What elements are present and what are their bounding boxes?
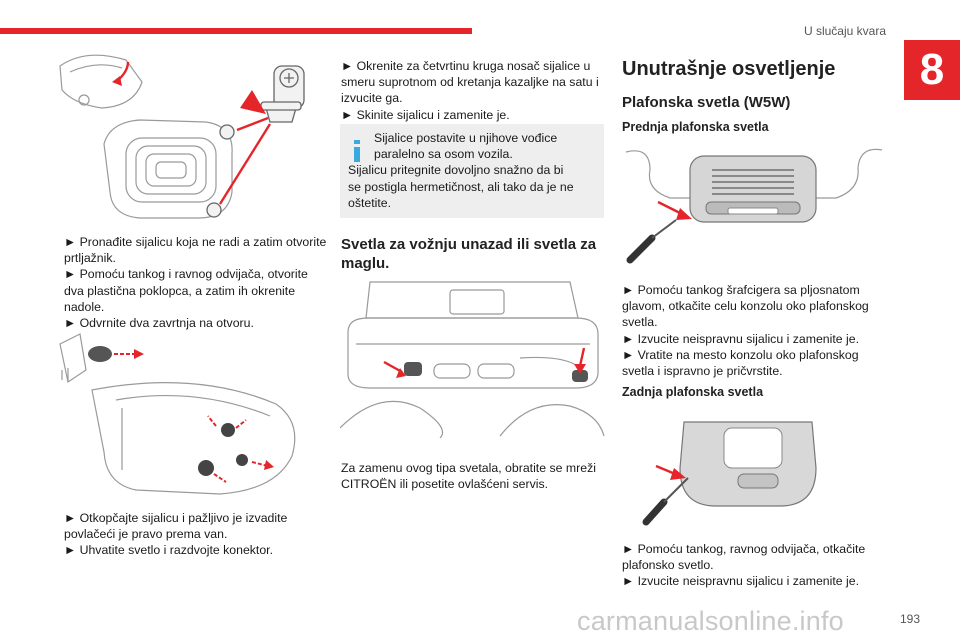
text-line: izvucite ga. (341, 91, 403, 106)
illustration-tail-lamp-cover (56, 42, 320, 222)
chapter-accent-bar (0, 28, 472, 34)
text-line: ► Okrenite za četvrtinu kruga nosač sija… (341, 59, 591, 73)
text-line: povlačeći je pravo prema van. (64, 527, 228, 542)
text-line: CITROËN ili posetite ovlašćeni servis. (341, 477, 549, 492)
text-line: ► Pomoću tankog šrafcigera sa pljosnatom (622, 283, 860, 297)
text-line: Za zamenu ovog tipa svetala, obratite se… (341, 461, 596, 475)
text-line: svetla i ispravno je pričvrstite. (622, 364, 783, 379)
illustration-front-ceiling-light (620, 146, 886, 268)
illustration-bulb-removal (56, 330, 320, 500)
text-line: ► Pronađite sijalicu koja ne radi a zati… (64, 235, 327, 249)
front-ceiling-lights-heading: Prednja plafonska svetla (622, 120, 769, 134)
text-line: paralelno sa osom vozila. (374, 147, 513, 162)
ceiling-lights-subtitle: Plafonska svetla (W5W) (622, 94, 791, 111)
text-line: smeru suprotnom od kretanja kazaljke na … (341, 75, 599, 90)
text-line: ► Uhvatite svetlo i razdvojte konektor. (64, 543, 274, 558)
text-line: plafonsko svetlo. (622, 558, 714, 573)
note-text: Sijalice postavite u njihove vođice para… (348, 130, 600, 211)
text-line: prtljažnik. (64, 251, 116, 266)
rear-ceiling-lights-heading: Zadnja plafonska svetla (622, 385, 764, 399)
text-line: ► Vratite na mesto konzolu oko plafonsko… (622, 347, 859, 362)
col2-instructions-1: ► Okrenite za četvrtinu kruga nosač sija… (341, 58, 607, 123)
text-line: se postigla hermetičnost, ali tako da je… (348, 179, 574, 194)
interior-lighting-title: Unutrašnje osvetljenje (622, 58, 836, 80)
col2-instructions-2: Za zamenu ovog tipa svetala, obratite se… (341, 460, 607, 492)
page-number: 193 (900, 612, 921, 626)
reverse-fog-lights-heading: Svetla za vožnju unazad ili svetla za ma… (341, 235, 609, 273)
text-line: ► Izvucite neispravnu sijalicu i zamenit… (622, 331, 860, 346)
col1-instructions-2: ► Otkopčajte sijalicu i pažljivo je izva… (64, 510, 329, 559)
chapter-tab: 8 (904, 40, 960, 100)
watermark: carmanualsonline.info (577, 606, 844, 636)
text-line: ► Pomoću tankog, ravnog odvijača, otkači… (622, 542, 866, 556)
text-line: Sijalice postavite u njihove vođice (374, 131, 558, 145)
front-ceiling-light-instructions: ► Pomoću tankog šrafcigera sa pljosnatom… (622, 282, 888, 379)
section-title: U slučaju kvara (803, 24, 886, 38)
text-line: oštetite. (348, 195, 392, 210)
text-line: ► Skinite sijalicu i zamenite je. (341, 107, 510, 122)
heading-line: maglu. (341, 255, 390, 272)
note-box (340, 124, 604, 218)
text-line: nadole. (64, 299, 105, 314)
text-line: ► Pomoću tankog i ravnog odvijača, otvor… (64, 267, 308, 282)
info-icon (349, 138, 367, 164)
text-line: svetla. (622, 315, 658, 330)
illustration-rear-bumper (340, 278, 606, 438)
rear-ceiling-light-instructions: ► Pomoću tankog, ravnog odvijača, otkači… (622, 541, 888, 590)
text-line: ► Otkopčajte sijalicu i pažljivo je izva… (64, 511, 288, 525)
text-line: Sijalicu pritegnite dovoljno snažno da b… (348, 163, 564, 178)
text-line: dva plastična poklopca, a zatim ih okren… (64, 283, 296, 298)
col1-instructions-1: ► Pronađite sijalicu koja ne radi a zati… (64, 234, 329, 331)
text-line: ► Izvucite neispravnu sijalicu i zamenit… (622, 574, 860, 589)
text-line: ► Odvrnite dva zavrtnja na otvoru. (64, 316, 254, 331)
heading-line: Svetla za vožnju unazad ili svetla za (341, 236, 597, 253)
illustration-rear-ceiling-light (640, 418, 870, 528)
text-line: glavom, otkačite celu konzolu oko plafon… (622, 299, 869, 314)
